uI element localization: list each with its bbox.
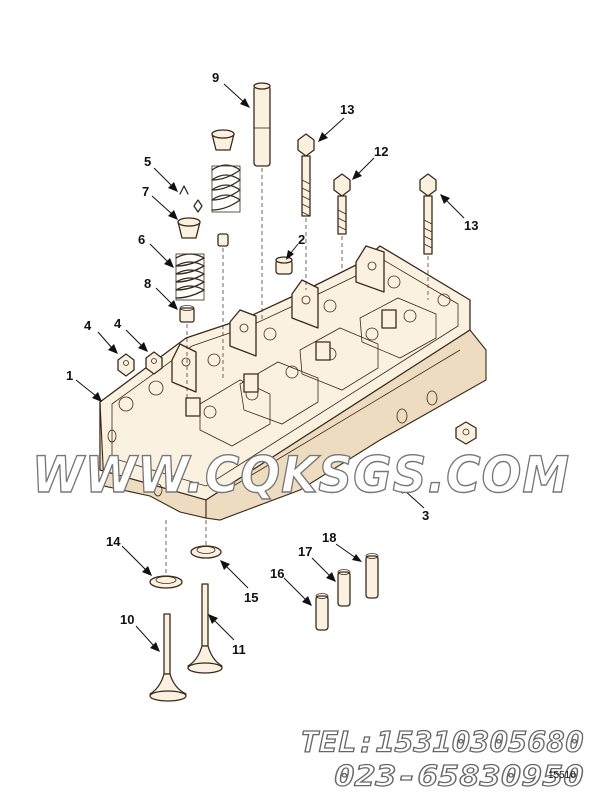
callout-18: 18 <box>322 530 336 545</box>
intake-valve-part-10 <box>149 613 187 702</box>
callout-16: 16 <box>270 566 284 581</box>
sleeve-tube-part-9 <box>253 82 271 167</box>
valve-spring-part-6 <box>175 253 205 301</box>
callout-11: 11 <box>232 642 246 657</box>
callout-13-right: 13 <box>464 218 478 233</box>
callout-12: 12 <box>374 144 388 159</box>
cylinder-head <box>99 245 487 521</box>
callout-7: 7 <box>142 184 149 199</box>
callout-4-right: 4 <box>114 316 122 331</box>
callout-2: 2 <box>298 232 305 247</box>
valve-seat-insert-part-14 <box>149 575 183 589</box>
assembly-lines <box>165 168 429 576</box>
spring-retainer-part-7 <box>177 217 201 239</box>
callout-3: 3 <box>422 508 429 523</box>
callout-10: 10 <box>120 612 134 627</box>
dowel-pin-part-18 <box>365 553 379 599</box>
watermark-phone: 023-65830950 <box>334 760 584 793</box>
callout-6: 6 <box>138 232 145 247</box>
valve-spring-top <box>211 164 241 213</box>
leader-lines <box>75 83 465 652</box>
plug-nut-part-3 <box>455 421 477 445</box>
callout-9: 9 <box>212 70 219 85</box>
nut-part-4-left <box>117 353 135 377</box>
callout-15: 15 <box>244 590 258 605</box>
watermark-tel: TEL:15310305680 <box>300 726 584 759</box>
cap-part-2 <box>275 256 293 275</box>
head-bolt-part-13-right <box>419 173 437 255</box>
valve-keepers-part-5 <box>179 185 203 213</box>
dowel-pin-part-17 <box>337 569 351 607</box>
valve-stem-seal-part-8 <box>179 305 195 323</box>
retainer-cap-top <box>211 129 235 151</box>
callout-8: 8 <box>144 276 151 291</box>
valve-keeper-top <box>217 233 229 247</box>
callout-labels: 9 13 12 13 5 7 6 8 2 4 4 1 3 14 15 10 11… <box>66 70 478 657</box>
head-bolt-part-12 <box>333 173 351 235</box>
callout-14: 14 <box>106 534 121 549</box>
watermark-site: WWW.CQKSGS.COM <box>32 446 570 504</box>
figure-id: 15510 <box>548 770 576 781</box>
head-bolt-part-13-left <box>297 133 315 217</box>
callout-13-left: 13 <box>340 102 354 117</box>
callout-17: 17 <box>298 544 312 559</box>
callout-5: 5 <box>144 154 151 169</box>
exhaust-valve-part-11 <box>187 583 223 674</box>
callout-1: 1 <box>66 368 73 383</box>
dowel-pin-part-16 <box>315 593 329 631</box>
callout-4-left: 4 <box>84 318 92 333</box>
nut-part-4-right <box>145 351 163 375</box>
valve-seat-insert-part-15 <box>190 545 222 559</box>
